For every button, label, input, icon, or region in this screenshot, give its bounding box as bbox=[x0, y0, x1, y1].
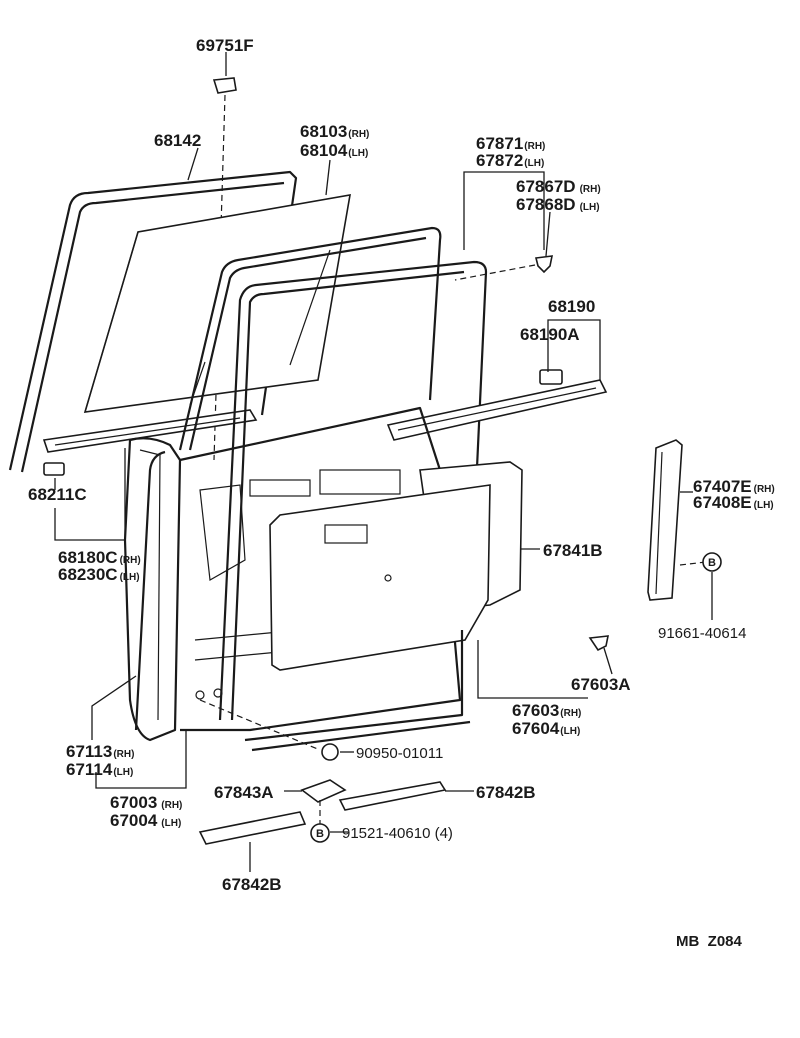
bolt-marker-91521: B bbox=[310, 823, 330, 843]
bracket-67843a-drawing bbox=[300, 779, 347, 825]
label-67114: 67114(LH) bbox=[66, 760, 133, 779]
label-68211c: 68211C bbox=[28, 485, 87, 504]
glass-run-68142-drawing bbox=[8, 170, 298, 473]
window-glass-68103-drawing bbox=[83, 194, 351, 413]
scuff-plate-bottom-drawing bbox=[198, 811, 307, 845]
exploded-door-illustration bbox=[8, 77, 707, 845]
label-67867d: 67867D(RH) bbox=[516, 177, 601, 196]
label-90950: 90950-01011 bbox=[356, 745, 443, 762]
label-68142: 68142 bbox=[154, 131, 201, 150]
belt-moulding-68190-drawing bbox=[386, 369, 608, 441]
label-67603: 67603(RH) bbox=[512, 701, 581, 720]
pillar-trim-67407e-drawing bbox=[647, 439, 707, 601]
label-67872: 67872(LH) bbox=[476, 151, 544, 170]
weatherstrip-67113-drawing bbox=[134, 450, 166, 731]
label-91521: 91521-40610 (4) bbox=[342, 825, 453, 842]
weatherstrip-67603-drawing bbox=[244, 630, 471, 752]
clip-68211c-drawing bbox=[43, 462, 65, 476]
label-67841b: 67841B bbox=[543, 541, 603, 560]
leader-lines bbox=[54, 52, 713, 872]
label-69751f: 69751F bbox=[196, 36, 254, 55]
belt-moulding-68180c-drawing bbox=[42, 409, 258, 453]
label-67842b-bottom: 67842B bbox=[222, 875, 282, 894]
label-67604: 67604(LH) bbox=[512, 719, 580, 738]
trim-board-67841b-drawing bbox=[269, 461, 523, 671]
label-67842b-right: 67842B bbox=[476, 783, 536, 802]
catalog-code: MB Z084 bbox=[676, 933, 743, 950]
label-67871: 67871(RH) bbox=[476, 134, 545, 153]
label-68230c: 68230C(LH) bbox=[58, 565, 140, 584]
part-labels: 69751F 68142 68103(RH) 68104(LH) 67871(R… bbox=[28, 36, 775, 950]
label-68103: 68103(RH) bbox=[300, 122, 369, 141]
clip-67867d-drawing bbox=[454, 255, 554, 281]
label-67603a: 67603A bbox=[571, 675, 631, 694]
door-frame-weatherstrips bbox=[178, 226, 488, 721]
label-68104: 68104(LH) bbox=[300, 141, 368, 160]
label-67113: 67113(RH) bbox=[66, 742, 134, 761]
label-68190a: 68190A bbox=[520, 325, 580, 344]
label-67004: 67004(LH) bbox=[110, 811, 181, 830]
label-67003: 67003(RH) bbox=[110, 793, 182, 812]
label-67408e: 67408E(LH) bbox=[693, 493, 774, 512]
label-68190: 68190 bbox=[548, 297, 595, 316]
label-67868d: 67868D(LH) bbox=[516, 195, 600, 214]
label-68180c: 68180C(RH) bbox=[58, 548, 141, 567]
door-shell-67003-drawing bbox=[123, 406, 462, 742]
bolt-marker-91661: B bbox=[702, 552, 722, 572]
svg-text:B: B bbox=[708, 557, 716, 569]
cap-90950-drawing bbox=[199, 699, 339, 761]
clip-67603a-drawing bbox=[588, 635, 609, 652]
label-67843a: 67843A bbox=[214, 783, 274, 802]
label-67407e: 67407E(RH) bbox=[693, 477, 775, 496]
scuff-plate-right-drawing bbox=[338, 781, 447, 811]
svg-text:B: B bbox=[316, 828, 324, 840]
label-91661: 91661-40614 bbox=[658, 625, 746, 642]
